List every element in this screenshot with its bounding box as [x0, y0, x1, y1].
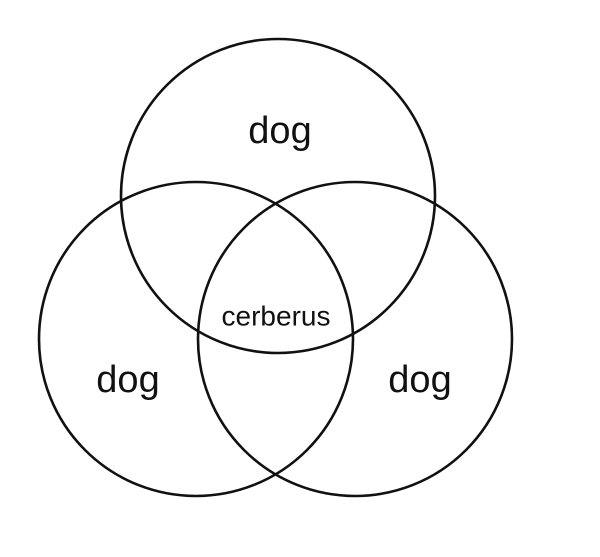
intersection-label: cerberus [222, 300, 331, 331]
set-label-right: dog [388, 359, 451, 401]
set-label-top: dog [248, 110, 311, 152]
circle-left [37, 180, 355, 498]
circle-top [119, 37, 437, 355]
set-label-left: dog [96, 359, 159, 401]
circle-right [196, 180, 514, 498]
